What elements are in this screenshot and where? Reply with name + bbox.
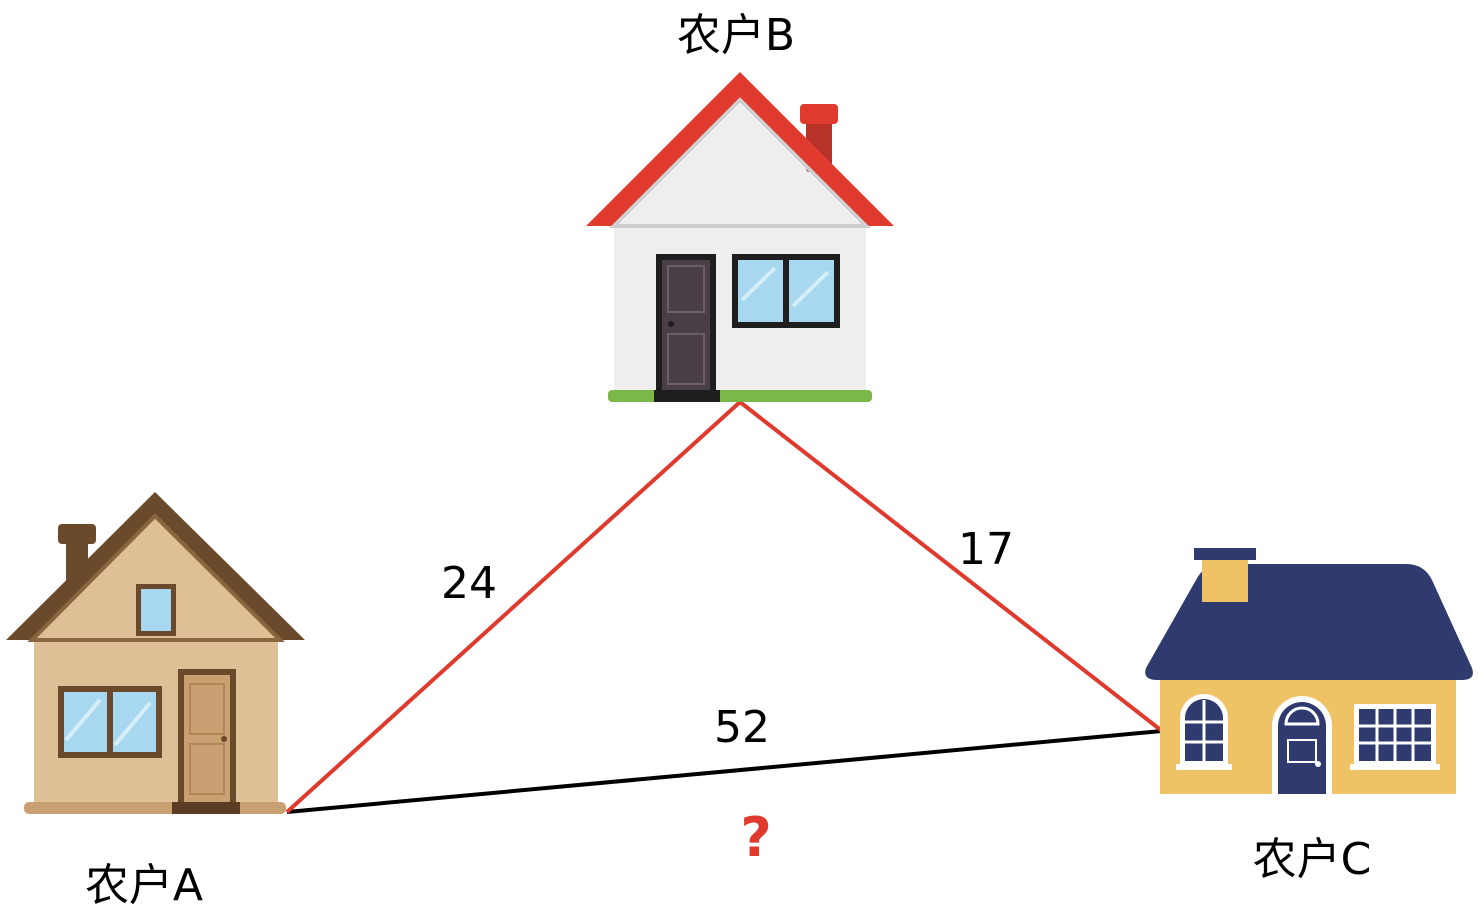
farmer-a-label: 农户A [85,860,203,911]
unknown-distance-mark: ? [740,806,771,869]
distance-a-b-label: 24 [441,558,497,609]
yellow-house-icon [1145,548,1473,794]
brown-house-icon [6,492,305,814]
farmer-b-label: 农户B [677,10,795,61]
distance-b-c-label: 17 [958,524,1014,575]
white-house-icon [586,72,894,402]
distance-a-c-label: 52 [714,702,770,753]
route-b-to-c [738,400,1164,733]
route-a-to-c [286,729,1163,814]
farmer-c-label: 农户C [1253,834,1372,885]
route-a-to-b [285,400,742,814]
